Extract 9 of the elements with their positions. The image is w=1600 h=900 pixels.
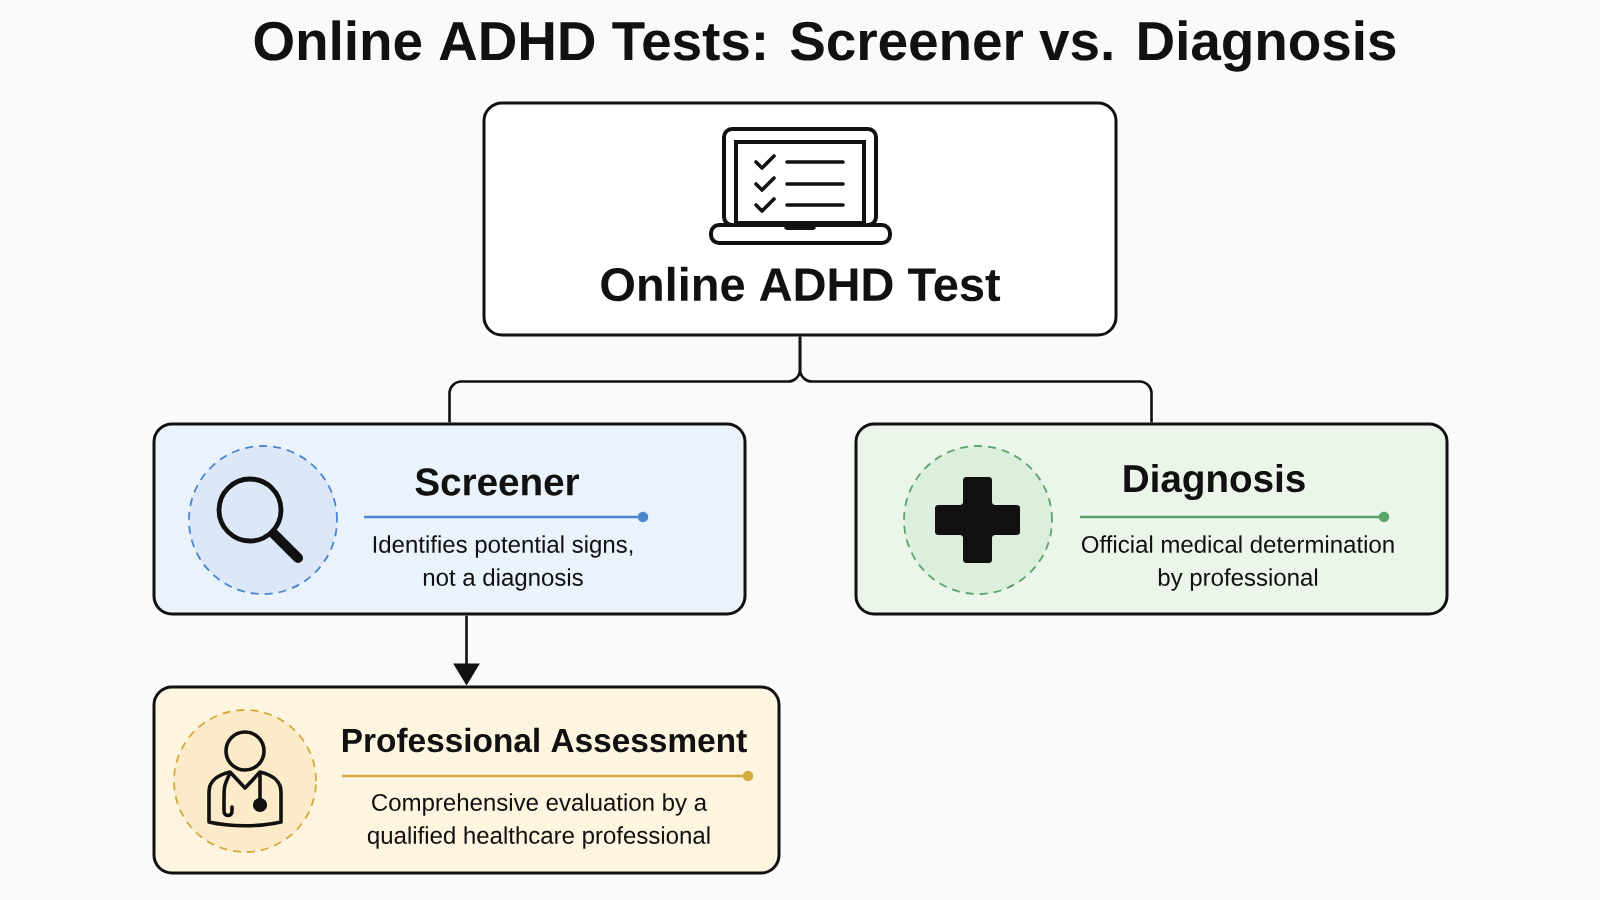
heading: Screener bbox=[415, 468, 579, 496]
description: Official medical determination by professional bbox=[1081, 535, 1394, 591]
connector-line bbox=[798, 336, 1153, 423]
heading: Professional Assessment bbox=[342, 727, 747, 753]
heading: Online ADHD Test bbox=[601, 266, 1001, 302]
description: Comprehensive evaluation by a qualified healthcare professional bbox=[367, 793, 710, 849]
description: Identifies potential signs, not a diagnosis bbox=[373, 535, 633, 591]
heading: Diagnosis bbox=[1124, 463, 1305, 501]
title: Online ADHD Tests: Screener vs. Diagnosis bbox=[254, 20, 1396, 72]
